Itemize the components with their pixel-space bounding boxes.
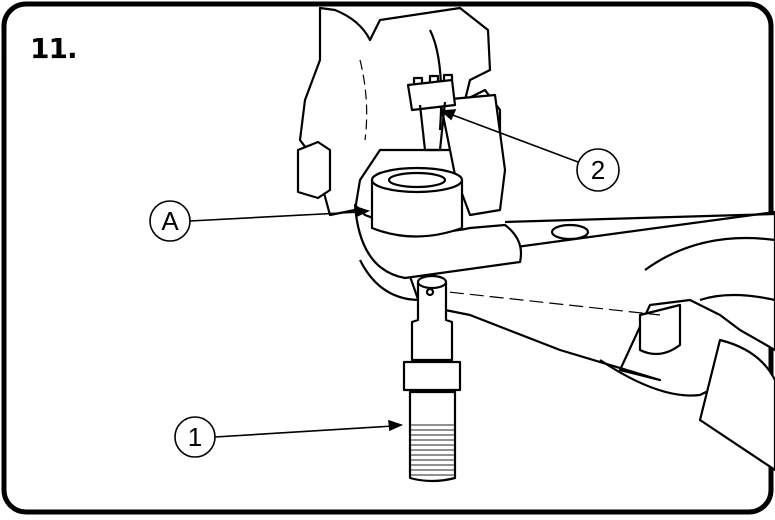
control-arm-edge [504,212,775,224]
cotter-pin-hole [425,287,435,297]
leader-2 [449,113,579,163]
leader-1 [214,425,394,438]
callout-A-label: A [161,206,179,236]
knuckle-contour [429,29,443,131]
tapered-bore [370,178,464,238]
stud-top [416,274,448,290]
castle-nut-slots [412,73,454,85]
callout-1-label: 1 [188,422,202,452]
leader-A-arrow [355,205,371,218]
stud-collar [402,360,462,392]
knuckle-centerline [359,59,368,141]
leader-A [189,211,361,222]
control-arm-hole [550,223,590,241]
control-arm-centerline [429,289,661,316]
stud-shaft-upper [418,101,447,152]
knuckle-flange-lower [359,259,421,302]
leader-1-arrow [388,419,404,432]
step-number: 11. [30,32,78,65]
side-bolt-head [296,140,332,200]
callout-1-circle [174,416,216,458]
control-arm-tab [638,303,682,356]
bore-hole [387,171,447,189]
suspension-assembly [296,6,775,483]
callout-2-label: 2 [591,155,605,185]
stud-threads [411,424,454,476]
callout-2-circle [576,148,620,192]
stud-threaded-base [408,390,457,483]
control-arm-lower-edge [599,359,721,397]
callout-leaders [189,109,579,438]
ball-joint-stud [410,280,454,362]
callout-A-circle [149,200,191,242]
leader-2-arrow [440,109,457,121]
